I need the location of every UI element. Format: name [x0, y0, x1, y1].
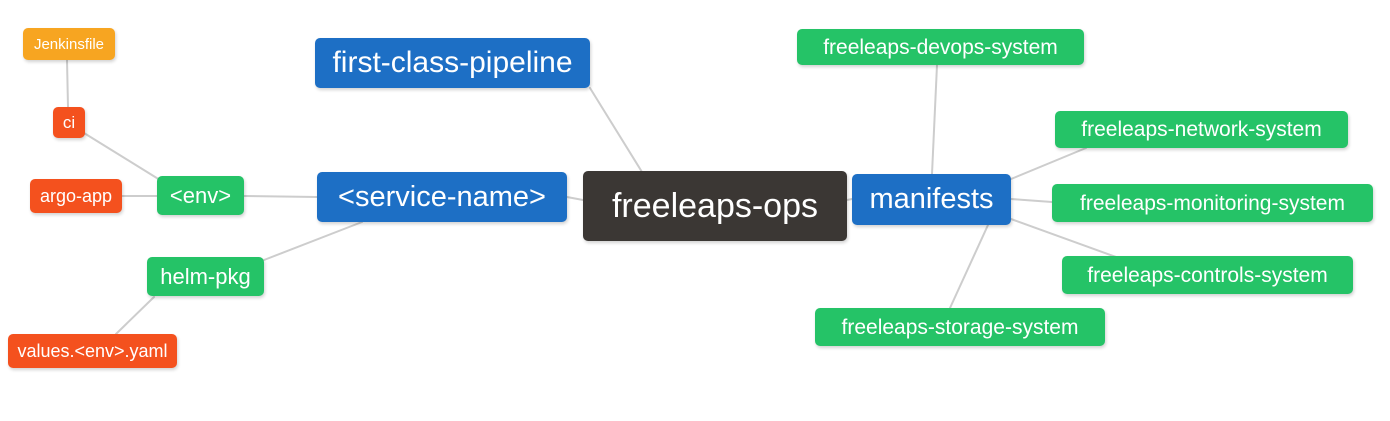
node-env[interactable]: <env>: [157, 176, 244, 215]
edge-helm-pkg-service-name: [263, 221, 363, 261]
edge-root-manifests: [846, 198, 853, 201]
edge-manifests-network: [1010, 147, 1087, 180]
node-jenkinsfile[interactable]: Jenkinsfile: [23, 28, 115, 60]
node-freeleaps-network-system[interactable]: freeleaps-network-system: [1055, 111, 1348, 148]
node-freeleaps-devops-system[interactable]: freeleaps-devops-system: [797, 29, 1084, 65]
node-first-class-pipeline[interactable]: first-class-pipeline: [315, 38, 590, 88]
node-helm-pkg[interactable]: helm-pkg: [147, 257, 264, 296]
node-freeleaps-controls-system[interactable]: freeleaps-controls-system: [1062, 256, 1353, 294]
edge-jenkinsfile-ci: [66, 59, 69, 108]
edge-manifests-monitoring: [1010, 198, 1053, 203]
edge-service-name-root: [566, 196, 584, 201]
edge-pipeline-root: [589, 87, 643, 173]
node-values-env-yaml[interactable]: values.<env>.yaml: [8, 334, 177, 368]
node-ci[interactable]: ci: [53, 107, 85, 138]
edge-values-helm-pkg: [115, 296, 155, 335]
node-freeleaps-ops[interactable]: freeleaps-ops: [583, 171, 847, 241]
node-service-name[interactable]: <service-name>: [317, 172, 567, 222]
edge-manifests-storage: [949, 224, 989, 309]
edge-manifests-controls: [1010, 218, 1117, 258]
edge-env-service-name: [243, 195, 318, 198]
node-freeleaps-monitoring-system[interactable]: freeleaps-monitoring-system: [1052, 184, 1373, 222]
node-manifests[interactable]: manifests: [852, 174, 1011, 225]
node-freeleaps-storage-system[interactable]: freeleaps-storage-system: [815, 308, 1105, 346]
node-argo-app[interactable]: argo-app: [30, 179, 122, 213]
edge-ci-env: [83, 132, 161, 181]
edge-manifests-devops: [931, 64, 938, 175]
